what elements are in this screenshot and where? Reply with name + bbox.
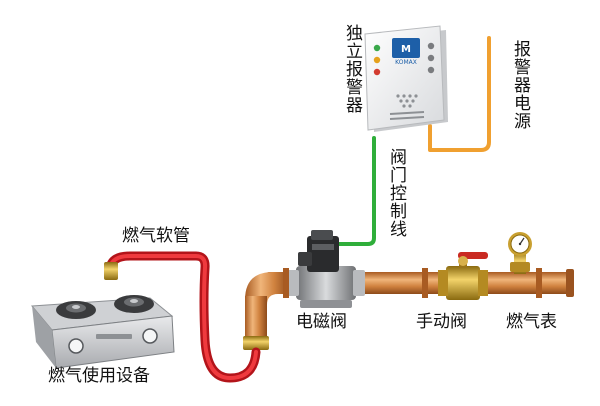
alarm-brand-logo <box>392 38 420 58</box>
label-alarm-power: 报警器电源 <box>510 40 530 130</box>
alarm-brand-text: KOMAX <box>395 59 417 66</box>
alarm-power-wire <box>428 36 491 152</box>
alarm-speaker-grille <box>396 94 418 108</box>
alarm-logo-mark: M <box>401 44 411 55</box>
valve-control-wire <box>334 136 376 246</box>
label-solenoid-valve: 电磁阀 <box>296 312 347 332</box>
label-independent-alarm: 独立报警器 <box>342 24 362 114</box>
solenoid-valve <box>285 230 365 308</box>
stove-burner-left <box>56 301 96 319</box>
pipe-end-cap <box>566 269 574 297</box>
gas-meter <box>508 232 532 274</box>
stove-knob-right <box>142 328 158 344</box>
independent-alarm-device: M KOMAX <box>364 25 448 132</box>
gas-stove <box>30 295 175 369</box>
gas-pipe-drop <box>245 296 267 340</box>
alarm-vent-slots <box>389 111 425 120</box>
label-gas-appliance: 燃气使用设备 <box>48 366 150 386</box>
label-valve-control-line: 阀门控制线 <box>386 148 406 238</box>
alarm-indicator-led <box>373 44 381 52</box>
stove-burner-right <box>114 295 154 313</box>
label-gas-hose: 燃气软管 <box>122 226 190 246</box>
label-gas-meter: 燃气表 <box>506 312 557 332</box>
stove-hose-connector <box>104 262 118 280</box>
manual-valve <box>438 252 488 300</box>
label-manual-valve: 手动阀 <box>416 312 467 332</box>
stove-knob-left <box>68 338 84 354</box>
pipe-hose-connector <box>243 336 269 350</box>
